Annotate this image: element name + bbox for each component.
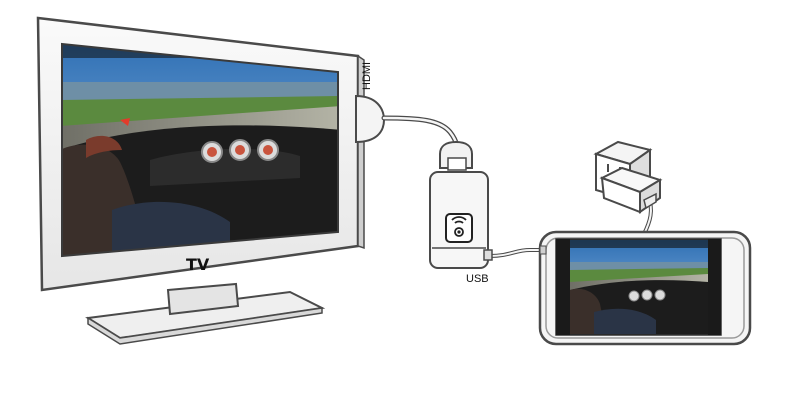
tv: TV	[36, 16, 386, 345]
smartphone	[538, 230, 752, 346]
wireless-display-dongle	[429, 140, 493, 269]
tv-stand-neck	[166, 282, 240, 316]
wireless-remote-icon	[445, 213, 473, 243]
phone-screen	[570, 240, 708, 334]
usb-label: USB	[466, 273, 489, 285]
phone-usb-port	[539, 245, 547, 255]
hdmi-port	[355, 94, 386, 144]
tv-screen	[62, 44, 338, 256]
power-adapter-icon	[599, 166, 663, 214]
hdmi-label: HDMI	[361, 62, 373, 90]
tv-brand-label: TV	[186, 255, 210, 274]
usb-port	[483, 249, 493, 261]
